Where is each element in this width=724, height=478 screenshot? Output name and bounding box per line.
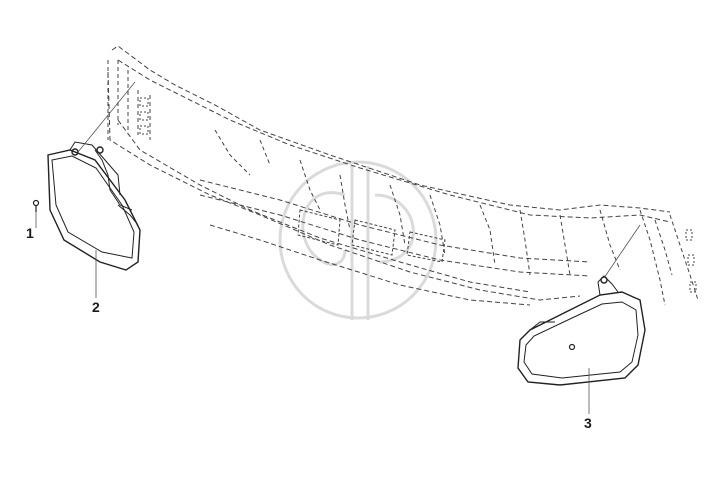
left-headlamp <box>47 141 141 271</box>
callout-1: 1 <box>26 225 34 241</box>
right-headlamp <box>517 275 646 386</box>
right-screw <box>568 343 576 351</box>
left-screw <box>32 199 40 212</box>
front-carrier-frame <box>107 45 699 306</box>
callout-2: 2 <box>92 299 100 315</box>
leader-line-right-mount <box>603 224 641 279</box>
leader-line-left-mount <box>77 81 136 153</box>
callout-3: 3 <box>584 415 592 431</box>
leader-lines <box>35 81 641 414</box>
watermark-logo: GP <box>278 160 438 320</box>
